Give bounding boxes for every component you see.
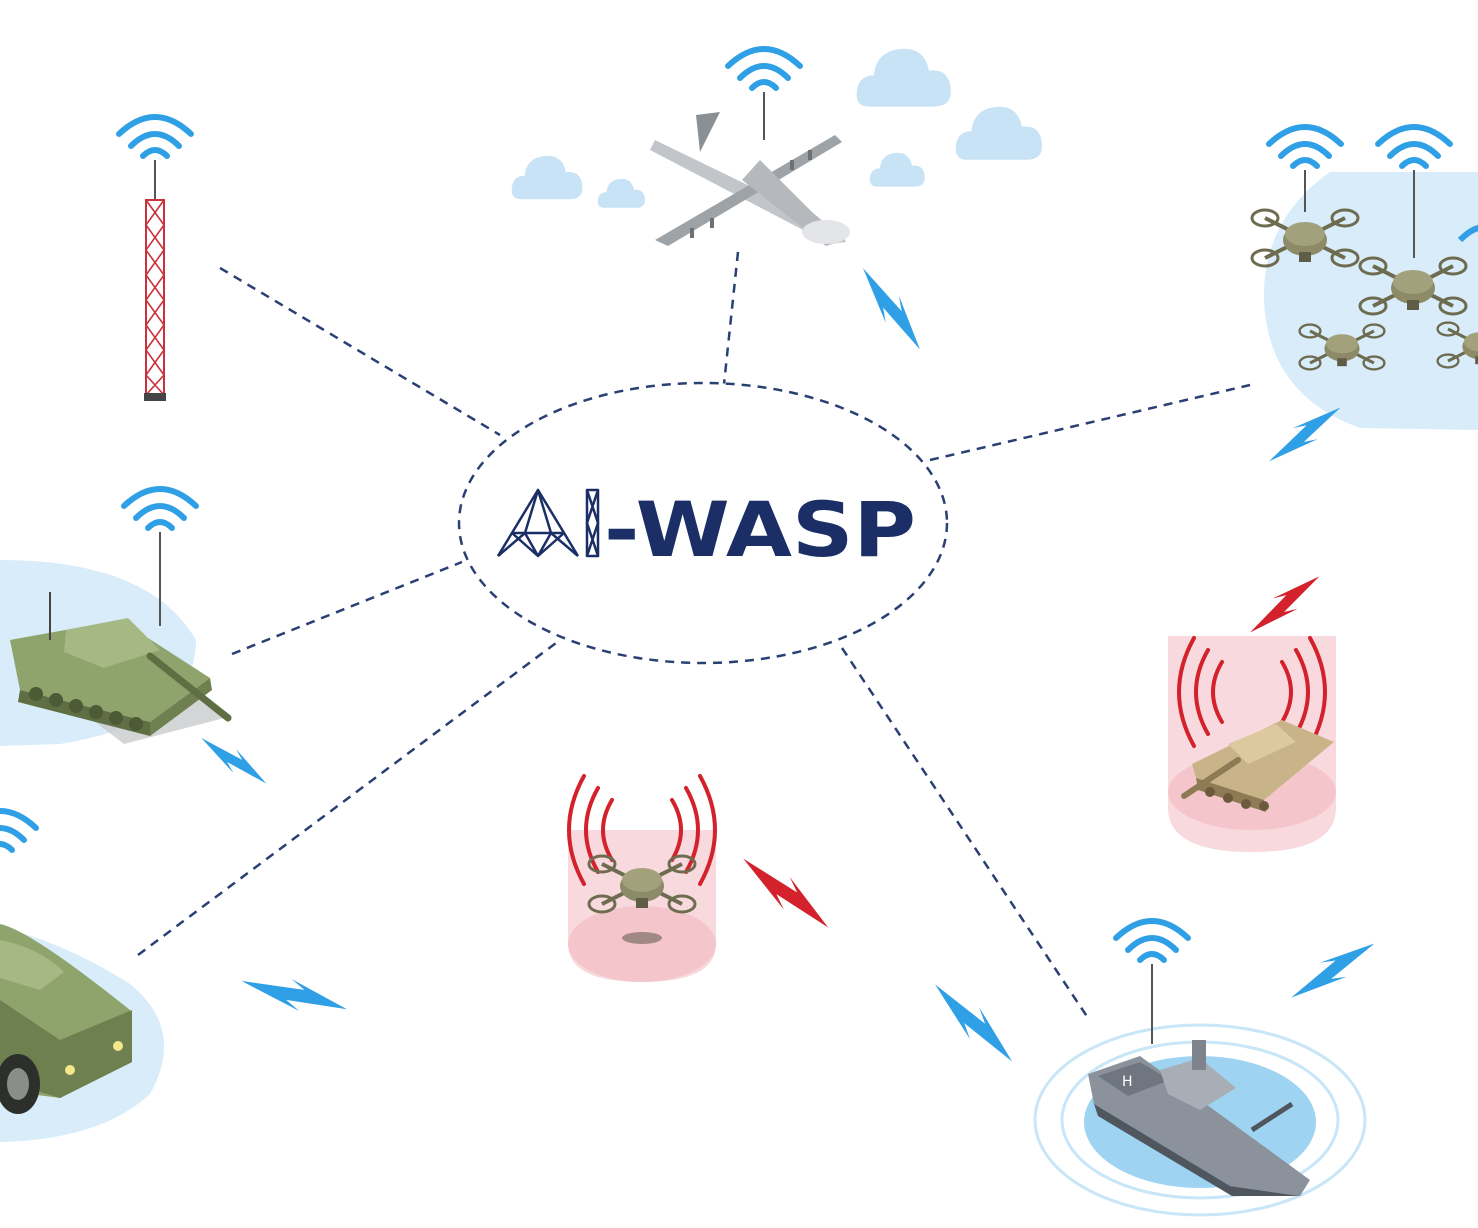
lightning-icon [1291,921,1375,1020]
drone-swarm [1250,127,1478,430]
uav-aircraft [650,49,850,246]
link-tower [219,266,501,437]
cloud-icon [869,152,925,187]
wifi-icon [1116,921,1188,960]
hostile-tank [1168,636,1336,852]
main-battle-tank [0,489,232,746]
cloud-icon [511,155,583,200]
link-ship [840,647,1090,1019]
lightning-icon [842,268,941,350]
hub-ellipse [457,381,949,665]
lightning-icon [919,984,1029,1062]
link-tank [231,560,463,656]
lightning-icon [732,858,840,928]
wifi-icon [119,117,191,156]
naval-ship: H [1033,921,1367,1217]
network-links [137,251,1251,1019]
link-uav [722,251,740,385]
ai-logo-mark [496,488,600,558]
wifi-icon [1269,127,1341,166]
svg-text:H: H [1122,1074,1133,1090]
wifi-icon [1378,127,1450,166]
lightning-icon [195,737,273,784]
comm-tower [119,117,191,401]
lightning-icon [241,963,347,1027]
link-armored [137,641,557,957]
cloud-icon [955,106,1043,160]
cloud-icon [597,178,645,208]
lightning-icon [1250,559,1320,650]
wifi-icon [728,49,800,88]
cloud-icon [856,48,951,107]
wifi-icon [124,489,196,528]
wifi-icon [0,811,36,850]
logo-suffix: -WASP [604,485,916,574]
armored-vehicle [0,811,165,1142]
link-swarm [929,383,1251,462]
hostile-drone [567,774,717,982]
hub: -WASP [457,381,949,665]
